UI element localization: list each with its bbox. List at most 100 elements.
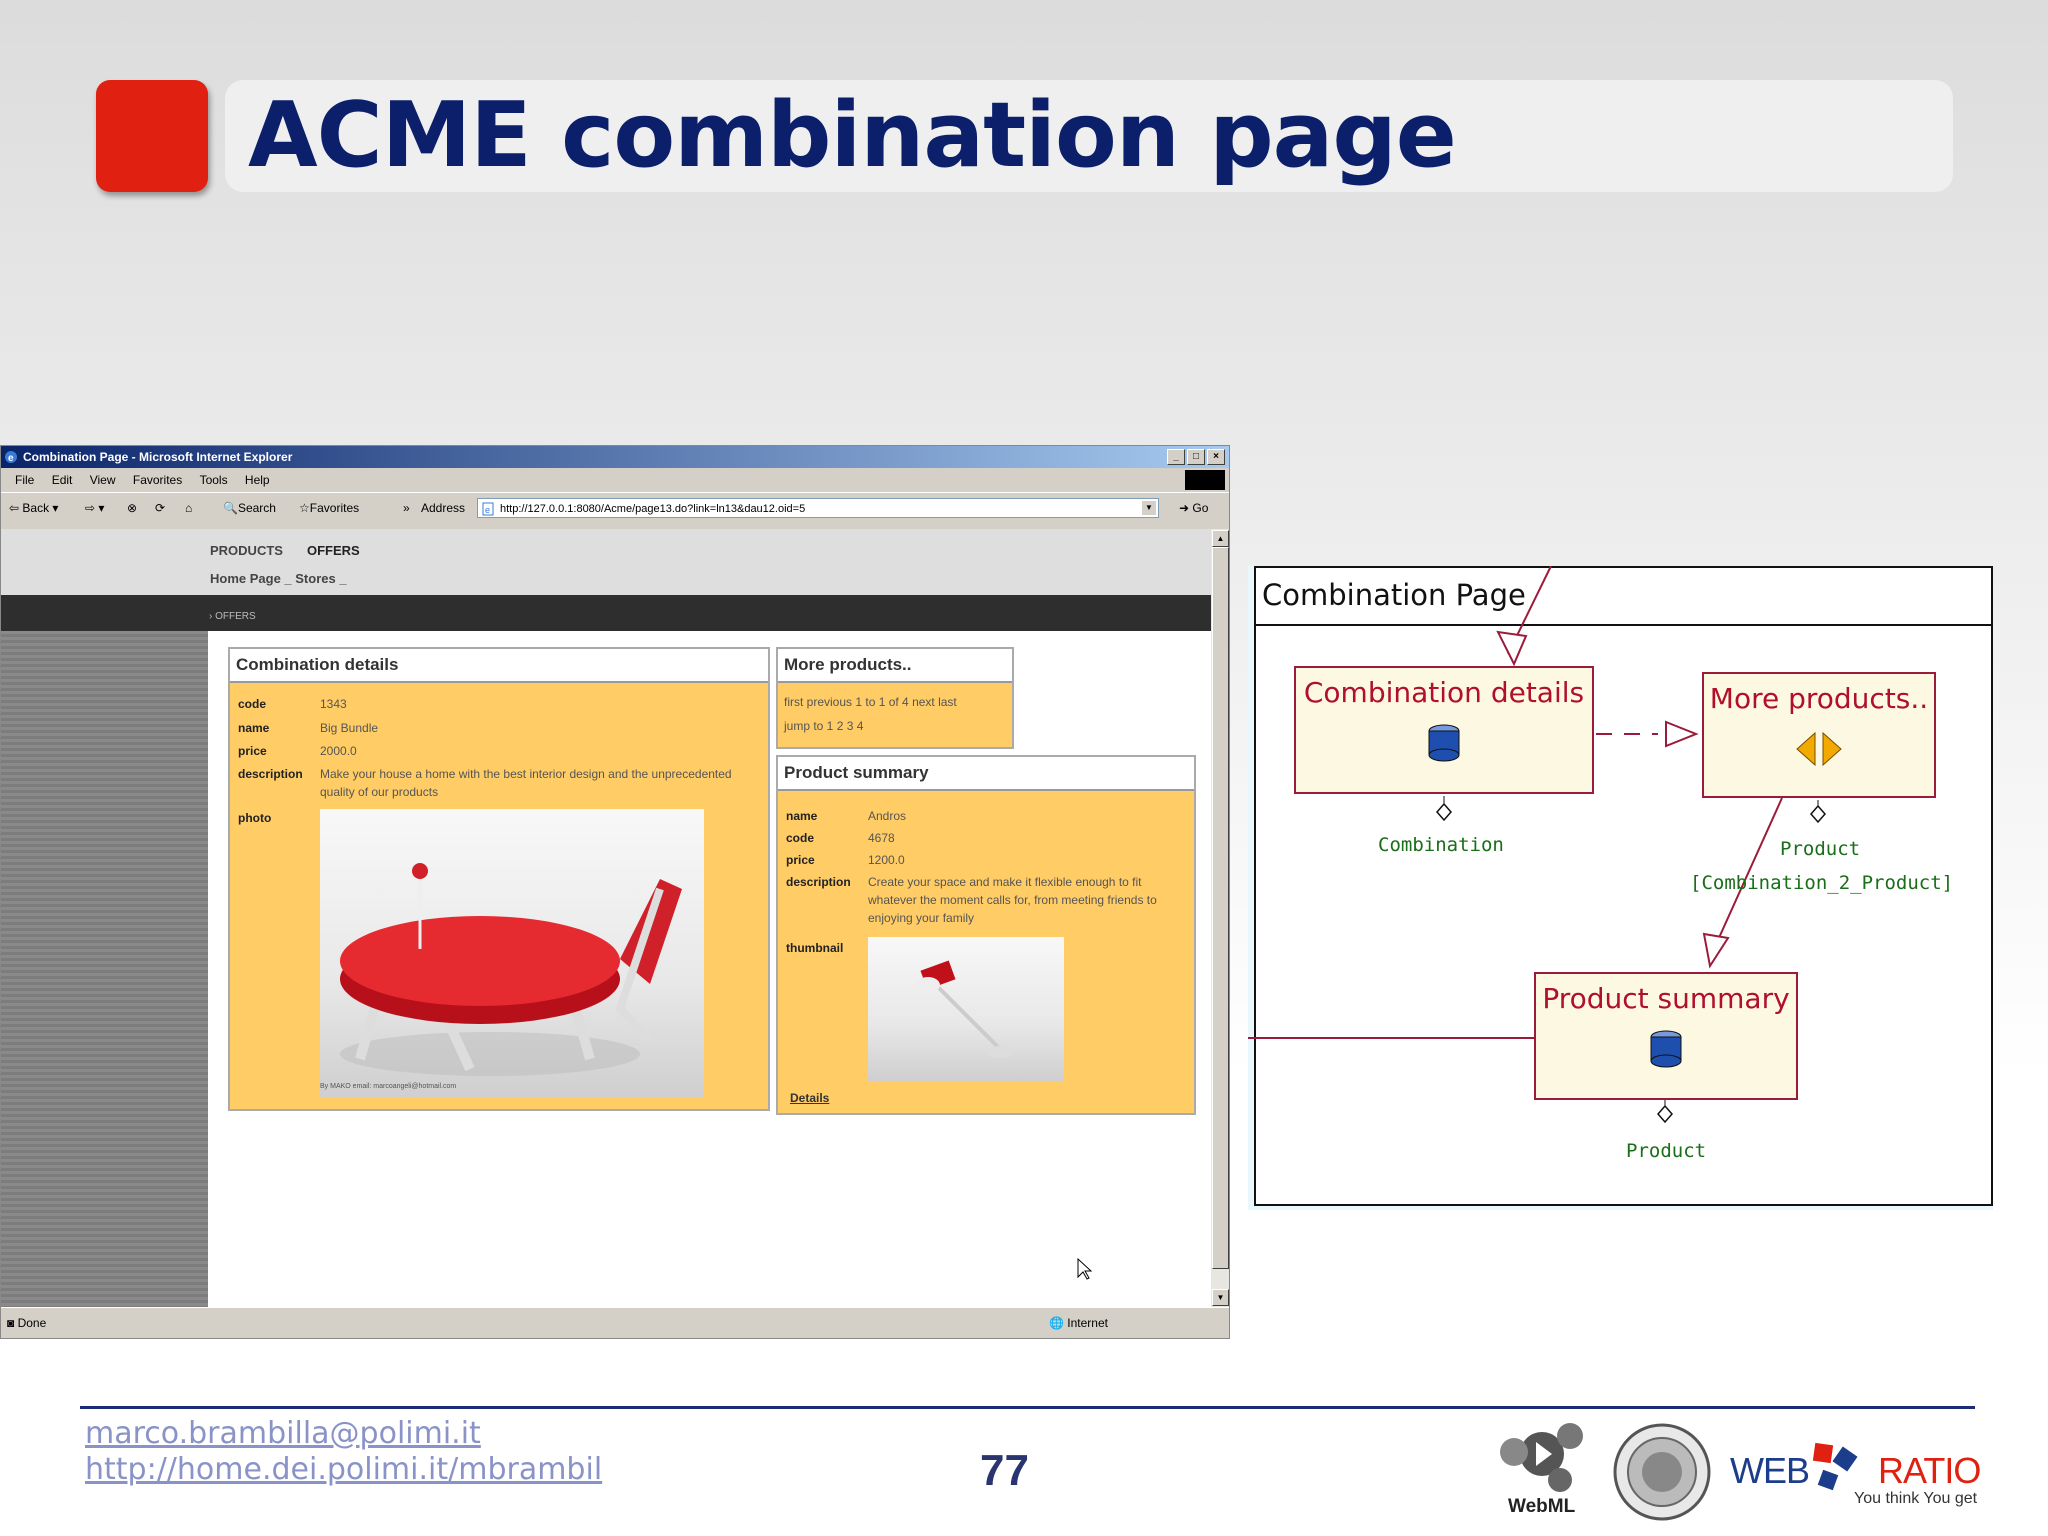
title-bar <box>225 80 1953 192</box>
footer-url-link[interactable]: http://home.dei.polimi.it/mbrambil <box>85 1452 603 1487</box>
footer-divider <box>80 1406 1975 1409</box>
back-button[interactable]: ⇦ Back ▾ <box>9 501 59 515</box>
maximize-button[interactable]: □ <box>1187 449 1205 465</box>
section-label: › OFFERS <box>209 611 256 622</box>
chevron-icon[interactable]: » <box>403 501 410 515</box>
lamp-image <box>916 960 1014 1058</box>
unit-title: More products.. <box>1709 682 1929 715</box>
more-products-unit[interactable]: More products.. <box>1702 672 1936 798</box>
product-summary-unit[interactable]: Product summary <box>1534 972 1798 1100</box>
menu-edit[interactable]: Edit <box>51 473 73 487</box>
red-table-chair-image <box>340 863 682 1076</box>
status-done-icon: ◙ <box>7 1316 15 1330</box>
webml-logo-text: WebML <box>1508 1496 1576 1517</box>
menu-tools[interactable]: Tools <box>199 473 228 487</box>
field-label: name <box>238 721 270 735</box>
stop-icon[interactable]: ⊗ <box>127 501 138 515</box>
minimize-button[interactable]: _ <box>1167 449 1185 465</box>
nav-offers[interactable]: OFFERS <box>307 543 360 558</box>
menu-help[interactable]: Help <box>244 473 270 487</box>
page-number: 77 <box>980 1446 1029 1495</box>
ie-icon: e <box>5 451 17 464</box>
product-thumbnail <box>868 937 1064 1081</box>
vertical-scrollbar[interactable]: ▲ ▼ <box>1211 529 1229 1307</box>
entity-label-product: Product <box>1780 838 1861 860</box>
photo-caption: By MAKO email: marcoangeli@hotmail.com <box>320 1083 457 1090</box>
field-label: code <box>238 697 267 711</box>
combination-details-unit[interactable]: Combination details <box>1294 666 1594 794</box>
footer-email-link[interactable]: marco.brambilla@polimi.it <box>85 1416 481 1451</box>
scroll-thumb[interactable] <box>1212 547 1229 1269</box>
menu-bar: File Edit View Favorites Tools Help <box>1 468 1229 492</box>
details-link[interactable]: Details <box>790 1091 830 1105</box>
diagram-links <box>1248 566 1826 1124</box>
field-label: description <box>238 767 303 781</box>
breadcrumb[interactable]: Home Page _ Stores _ <box>210 571 347 586</box>
title-accent-square <box>96 80 208 192</box>
go-button[interactable]: ➜ Go <box>1179 501 1209 515</box>
field-value: 4678 <box>868 831 895 845</box>
webml-logo-icon <box>1500 1423 1583 1492</box>
panel-title: Product summary <box>778 757 1194 791</box>
forward-button[interactable]: ⇨ ▾ <box>85 501 105 515</box>
data-unit-icon <box>1428 724 1460 762</box>
data-unit-icon <box>1650 1030 1682 1068</box>
zone-label: Internet <box>1067 1316 1108 1330</box>
page-header: Combination Page <box>1256 568 1991 626</box>
status-bar: ◙ Done 🌐 Internet <box>1 1307 1229 1338</box>
field-label: price <box>238 744 267 758</box>
web-page: PRODUCTS OFFERS Home Page _ Stores _ › O… <box>1 529 1211 1307</box>
field-value: Big Bundle <box>320 721 379 735</box>
browser-window: e Combination Page - Microsoft Internet … <box>0 445 1230 1339</box>
home-icon[interactable]: ⌂ <box>185 501 193 515</box>
nav-products[interactable]: PRODUCTS <box>210 543 283 558</box>
menu-file[interactable]: File <box>15 473 35 487</box>
menu-view[interactable]: View <box>89 473 116 487</box>
unit-title: Product summary <box>1542 982 1790 1015</box>
field-label: description <box>786 875 851 889</box>
page-icon: e <box>482 502 494 516</box>
slide-title: ACME combination page <box>248 83 1457 188</box>
field-label: photo <box>238 811 272 825</box>
favorites-label: Favorites <box>309 501 360 515</box>
mouse-cursor-icon <box>1077 1257 1093 1280</box>
left-sidebar <box>1 631 208 1307</box>
panel-title: More products.. <box>778 649 1012 683</box>
product-photo: By MAKO email: marcoangeli@hotmail.com <box>320 809 704 1097</box>
menu-favorites[interactable]: Favorites <box>132 473 183 487</box>
scroll-up-icon[interactable]: ▲ <box>1212 530 1229 547</box>
section-bar: › OFFERS <box>1 595 1211 631</box>
site-top-nav: PRODUCTS OFFERS Home Page _ Stores _ <box>1 529 1211 595</box>
address-input[interactable]: e http://127.0.0.1:8080/Acme/page13.do?l… <box>477 498 1159 518</box>
webratio-tagline: You think You get <box>1854 1490 1978 1507</box>
windows-logo <box>1185 470 1225 490</box>
status-text: Done <box>17 1316 47 1330</box>
address-dropdown-icon[interactable]: ▼ <box>1142 501 1156 515</box>
field-value: Create your space and make it flexible e… <box>868 875 1157 925</box>
entity-label-product-summary: Product <box>1626 1140 1707 1162</box>
field-value: 2000.0 <box>320 744 357 758</box>
combination-details-panel: Combination details code 1343 name Big B… <box>228 647 770 1111</box>
svg-text:e: e <box>485 505 490 515</box>
field-label: code <box>786 831 815 845</box>
more-products-panel: More products.. first previous 1 to 1 of… <box>776 647 1014 749</box>
pagination-nav[interactable]: first previous 1 to 1 of 4 next last <box>784 695 957 709</box>
search-button[interactable]: 🔍Search <box>223 501 276 515</box>
field-label: name <box>786 809 818 823</box>
scroll-down-icon[interactable]: ▼ <box>1212 1289 1229 1306</box>
field-label: price <box>786 853 815 867</box>
svg-text:e: e <box>8 453 14 464</box>
unit-title: Combination details <box>1303 676 1585 709</box>
close-button[interactable]: × <box>1207 449 1225 465</box>
favorites-button[interactable]: ☆Favorites <box>299 501 360 515</box>
field-label: thumbnail <box>786 941 844 955</box>
back-label: Back <box>22 501 50 515</box>
field-value: 1200.0 <box>868 853 905 867</box>
webratio-squares-icon <box>1812 1442 1858 1491</box>
pagination-jump[interactable]: jump to 1 2 3 4 <box>784 719 864 733</box>
webml-diagram: Combination Page Combination details Mor… <box>1248 566 1993 1210</box>
selector-label: [Combination_2_Product] <box>1690 872 1954 894</box>
window-title: Combination Page - Microsoft Internet Ex… <box>23 450 293 464</box>
internet-zone: 🌐 Internet <box>1049 1316 1108 1330</box>
refresh-icon[interactable]: ⟳ <box>155 501 166 515</box>
